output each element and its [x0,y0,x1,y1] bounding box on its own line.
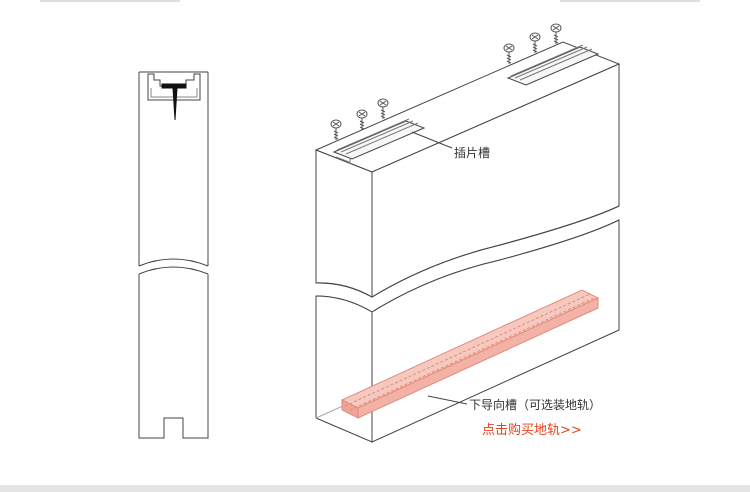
screw-icon [330,119,342,140]
leader-lines [411,131,468,405]
top-edge-marks [40,0,700,2]
section-break-top [138,258,209,267]
screw-icon [550,23,562,44]
section-break-bottom [138,266,209,275]
rail-end [341,399,359,419]
screw-icon [377,98,389,119]
panel-left-upper [315,149,373,298]
cross-section-view [138,71,209,439]
screw-icon [356,109,368,130]
panel-break-left [315,282,373,298]
guide-groove-rail [340,289,600,419]
bottom-divider-bar [0,485,750,492]
top-slot-right [506,44,600,86]
top-slot-left [332,118,426,164]
panel-break-front [371,205,620,298]
panel-left-lower [315,295,373,443]
buy-floor-rail-link[interactable]: 点击购买地轨>> [482,423,582,438]
section-lower-outline [138,274,209,439]
t-insert-icon [161,83,187,121]
leader-guide [427,395,468,405]
guide-groove-label: 下导向槽（可选装地轨） [469,398,602,412]
screw-icon [529,32,541,53]
panel-iso-view [314,41,621,443]
slot-label: 插片槽 [454,146,491,160]
screws [330,23,562,140]
leader-slot [411,131,453,149]
screw-icon [503,43,515,64]
section-upper-outline [138,71,209,266]
